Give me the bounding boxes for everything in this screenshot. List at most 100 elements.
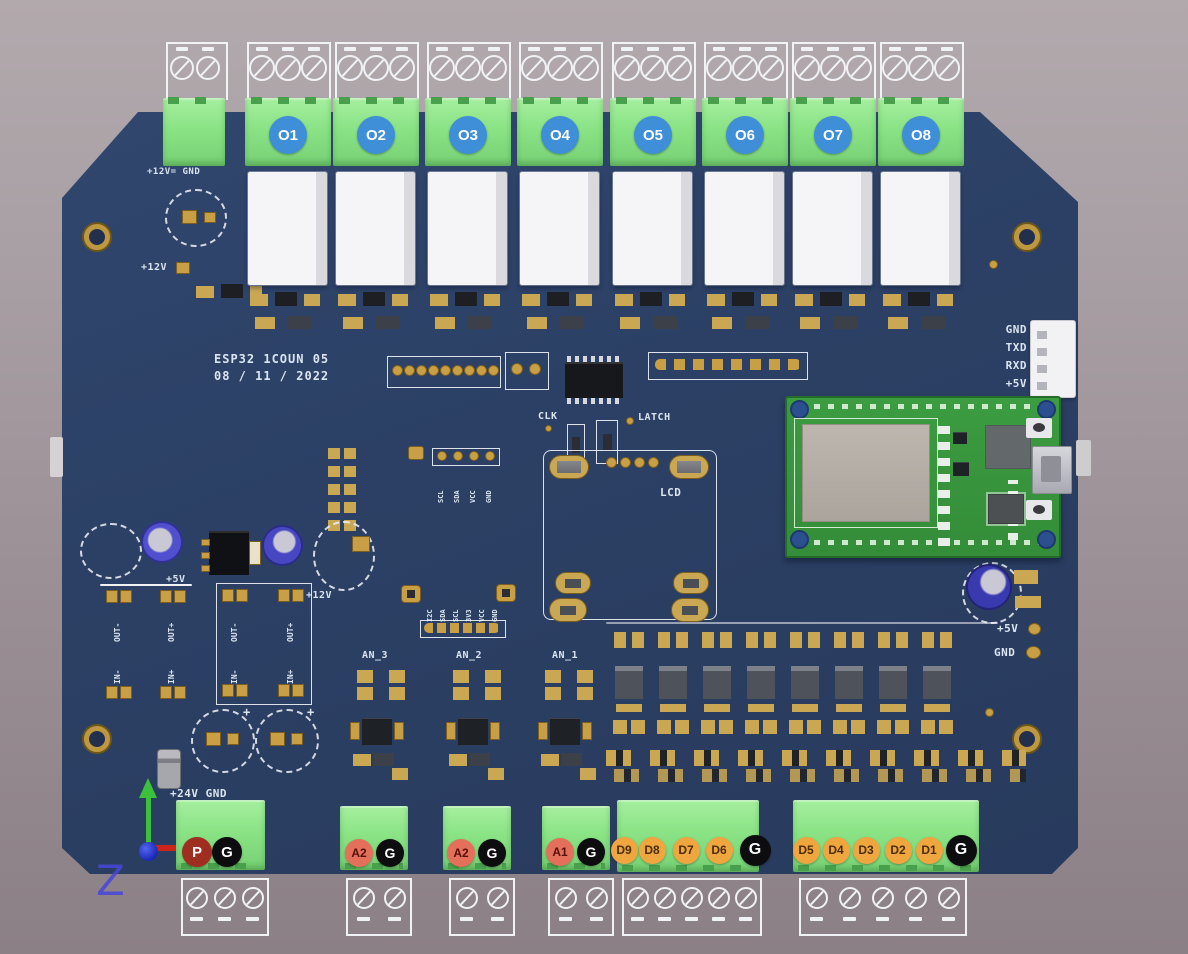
header-pin <box>488 365 499 376</box>
capacitor-footprint <box>255 709 319 773</box>
lcd-label: LCD <box>660 486 682 499</box>
mount-hole <box>84 726 110 752</box>
terminal-outline <box>427 42 511 100</box>
terminal-screw-icon <box>249 55 275 81</box>
smd-cluster <box>194 283 262 305</box>
solder-pad <box>176 262 190 274</box>
smd-cluster <box>613 291 693 333</box>
terminal-screw-icon <box>640 55 666 81</box>
pin-slot <box>554 47 566 51</box>
solder-pad <box>204 212 216 223</box>
pin-slot <box>827 47 839 51</box>
crystal-pad <box>549 455 589 479</box>
pin-slot <box>356 917 370 921</box>
io-label: OUT- <box>230 622 239 642</box>
terminal-screw-icon <box>275 55 301 81</box>
terminal-screw-icon <box>389 55 415 81</box>
smd-cluster <box>248 291 328 333</box>
terminal-tabs <box>339 97 413 104</box>
output-badge-O5: O5 <box>634 116 672 154</box>
header-pin <box>392 365 403 376</box>
plus-mark: + <box>243 705 251 719</box>
electrolytic-capacitor <box>143 523 181 561</box>
lcd-mount-pad <box>549 598 587 622</box>
esp32-corner-hole <box>790 400 809 419</box>
terminal-outline <box>704 42 788 100</box>
badge-analog-a2-2-A2: A2 <box>447 839 475 867</box>
badge-digital-high-D8: D8 <box>638 836 666 864</box>
electrolytic-capacitor <box>264 527 301 564</box>
pin-slot <box>396 47 408 51</box>
pin-slot <box>370 47 382 51</box>
terminal-screw-icon <box>758 55 784 81</box>
uart-pin-label: RXD <box>1005 359 1027 372</box>
smd-cluster <box>543 668 601 702</box>
header-pin <box>469 451 479 461</box>
terminal-tabs <box>547 863 605 869</box>
solder-pad <box>648 457 659 468</box>
pin-slot <box>462 47 474 51</box>
solder-pad <box>1026 646 1041 659</box>
mount-hole <box>1014 726 1040 752</box>
terminal-screw-icon <box>653 887 676 909</box>
terminal-tabs <box>251 97 325 104</box>
board-title-line2: 08 / 11 / 2022 <box>214 369 330 383</box>
solder-pad <box>401 585 421 603</box>
pin-slot <box>580 47 592 51</box>
chip-pins <box>567 356 621 362</box>
smd-cluster <box>336 291 416 333</box>
rf-shield <box>802 424 930 522</box>
pin-slot <box>853 47 865 51</box>
axis-y-arrowhead <box>139 778 157 798</box>
regulator-pin <box>201 539 210 546</box>
i2c-pin-label: SDA <box>453 490 461 503</box>
esp32-pad-column <box>938 420 950 546</box>
smd-cluster <box>793 291 873 333</box>
esp32-small-chip <box>953 462 969 476</box>
solder-pad <box>206 732 221 746</box>
solder-pad <box>538 722 548 740</box>
relay-2 <box>336 172 415 285</box>
badge-power-P: P <box>182 837 212 867</box>
solder-pad <box>278 684 290 697</box>
plus5v-label: +5V <box>166 574 186 585</box>
header-pin <box>428 365 439 376</box>
solder-pad <box>496 584 516 602</box>
an-chip-3 <box>550 718 580 745</box>
pin-slot <box>436 47 448 51</box>
badge-digital-high-D9: D9 <box>610 836 638 864</box>
i2c-mid-pin-label: I2C <box>426 609 434 622</box>
soic-chip <box>565 362 623 398</box>
terminal-screw-icon <box>820 55 846 81</box>
terminal-tabs <box>884 97 958 104</box>
terminal-screw-icon <box>363 55 389 81</box>
i2c-mid-pin-label: VCC <box>478 609 486 622</box>
pin-slot <box>941 47 953 51</box>
crystal-pad <box>669 455 709 479</box>
driver-channel-1 <box>612 628 648 746</box>
pin-slot <box>176 47 188 51</box>
header-pin <box>464 365 475 376</box>
pin-slot <box>282 47 294 51</box>
solder-pad <box>408 446 424 460</box>
esp32-pin-row <box>800 540 1040 545</box>
smd-cluster <box>355 668 413 702</box>
terminal-outline <box>346 878 412 936</box>
uart-connector-pins <box>1037 328 1047 390</box>
edge-connector-tab <box>1076 440 1091 476</box>
solder-pad <box>227 733 239 745</box>
header-pin <box>404 365 415 376</box>
output-badge-O6: O6 <box>726 116 764 154</box>
terminal-outline <box>166 42 228 100</box>
regulator-tab <box>249 541 261 565</box>
terminal-outline <box>622 878 762 936</box>
terminal-tabs <box>708 97 782 104</box>
pin-slot <box>490 917 504 921</box>
terminal-tabs <box>181 863 260 869</box>
led-resistor-row <box>614 769 1026 782</box>
solder-pad <box>236 589 248 602</box>
terminal-screw-icon <box>614 55 640 81</box>
pin-slot <box>739 917 753 921</box>
i2c-mid-pin-label: 3V3 <box>465 609 473 622</box>
pin-slot <box>673 47 685 51</box>
